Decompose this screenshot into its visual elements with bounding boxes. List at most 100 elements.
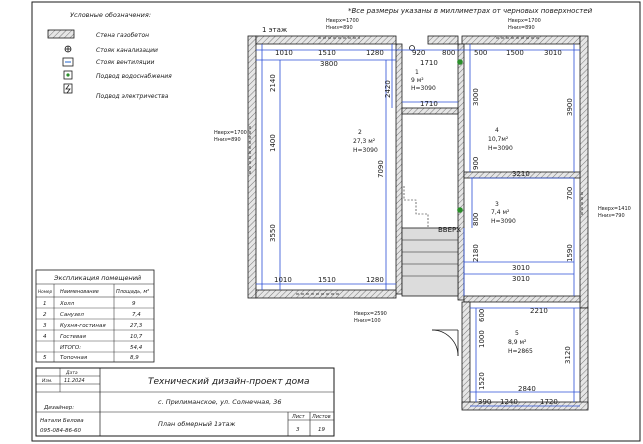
row-5-area: 8,9 [130, 355, 139, 361]
staircase: ВВЕРХ [401, 186, 461, 297]
dim-1590: 1590 [566, 244, 574, 262]
legend-item-water: Подвод водоснабжения [96, 73, 172, 80]
dim-last-1: 390 [478, 398, 491, 406]
dim-room1-height: 2420 [384, 80, 392, 98]
tb-sheet-title: План обмерный 1этаж [158, 420, 236, 428]
window-1-top: Hверх=1700 [326, 18, 359, 24]
col-header-name: Наименование [60, 289, 99, 295]
water-supply-icon [457, 59, 463, 65]
room-4-height: H=3090 [488, 145, 513, 152]
dim-3010-b: 3010 [512, 275, 530, 283]
row-4-area: 10,7 [130, 334, 143, 340]
dim-700: 700 [566, 187, 574, 200]
water-supply-icon [457, 207, 463, 213]
dim-bottom-2: 1510 [318, 276, 336, 284]
room-4-number: 4 [495, 127, 499, 134]
vent-riser-icon [62, 57, 74, 67]
tb-sheets-total: 19 [318, 427, 325, 433]
dimensions-note: *Все размеры указаны в миллиметрах от че… [348, 7, 593, 15]
legend: Условные обозначения: Стена газобетон Ст… [47, 11, 172, 100]
explication-table: Экспликация помещений Номер Наименование… [35, 269, 155, 363]
dim-stair-height: 2180 [472, 244, 480, 262]
window-3-bottom: Hниз=890 [214, 137, 241, 143]
row-1-name: Холл [59, 301, 75, 307]
tb-address: с. Прилиманское, ул. Солнечная, 36 [158, 398, 282, 406]
col-header-number: Номер [38, 289, 52, 294]
window-2-bottom: Hниз=890 [508, 25, 535, 31]
tb-project-title: Технический дизайн-проект дома [148, 377, 309, 387]
row-2-number: 2 [43, 312, 47, 318]
sewer-riser-icon [409, 45, 415, 51]
dimension-values: 1010 1510 1280 920 800 500 1500 3010 380… [269, 49, 574, 406]
room-3-number: 3 [495, 201, 499, 208]
window-marks [249, 37, 583, 295]
room-5-height: H=2865 [508, 348, 533, 355]
dim-last-2: 1240 [500, 398, 518, 406]
dim-left-mid: 1400 [269, 134, 277, 152]
floor-label: 1 этаж [262, 26, 288, 34]
dim-top-7: 1500 [506, 49, 524, 57]
row-3-number: 3 [43, 323, 47, 329]
dim-3120: 3120 [564, 346, 572, 364]
dim-top-3: 1280 [366, 49, 384, 57]
tb-sheet-header: Лист [291, 414, 306, 420]
row-5-name: Топочная [60, 355, 88, 361]
tb-designer-name: Натали Белова [40, 418, 84, 424]
stair-up-label: ВВЕРХ [438, 226, 461, 234]
dim-1520: 1520 [478, 372, 486, 390]
row-2-area: 7,4 [132, 312, 141, 318]
row-3-name: Кухня-гостиная [60, 323, 106, 329]
dim-room1-width: 1710 [420, 59, 438, 67]
room-4-area: 10,7м² [488, 136, 509, 143]
row-4-name: Гостевая [60, 334, 87, 340]
row-2-name: Санузел [60, 312, 84, 318]
tb-sheet-number: 3 [296, 427, 300, 433]
dim-2840: 2840 [518, 385, 536, 393]
dim-600: 600 [478, 309, 486, 322]
tb-change-header: Изм. [42, 378, 53, 384]
room-labels: 1 9 м² H=3090 2 27,3 м² H=3090 3 7,4 м² … [353, 69, 533, 355]
room-1-area: 9 м² [411, 77, 424, 84]
dim-3010-a: 3010 [512, 264, 530, 272]
dim-room2-width: 3800 [320, 60, 338, 68]
dim-top-5: 800 [442, 49, 455, 57]
dim-top-6: 500 [474, 49, 487, 57]
tb-phone: 095-084-86-60 [40, 428, 81, 434]
row-3-area: 27,3 [130, 323, 143, 329]
title-block-text: Изм. Дата 11.2024 Технический дизайн-про… [40, 370, 331, 434]
col-header-area: Площадь, м² [116, 289, 149, 295]
window-3-top: Hверх=1700 [214, 130, 247, 136]
row-1-number: 1 [43, 301, 47, 307]
sheet-frame [31, 1, 641, 442]
walls [247, 35, 589, 411]
dim-left-top: 2140 [269, 74, 277, 92]
room-2-number: 2 [358, 129, 362, 136]
window-2-top: Hверх=1700 [508, 18, 541, 24]
window-4-bottom: Hниз=790 [598, 213, 625, 219]
window-5-bottom: Hниз=100 [354, 318, 381, 324]
window-annotations: Hверх=1700 Hниз=890 Hверх=1700 Hниз=890 … [214, 18, 631, 324]
door-swing [431, 329, 459, 357]
explication-title: Экспликация помещений [53, 274, 141, 282]
dim-top-4: 920 [412, 49, 425, 57]
row-total-name: ИТОГО: [60, 345, 81, 351]
room-1-number: 1 [415, 69, 419, 76]
dim-top-1: 1010 [275, 49, 293, 57]
electric-supply-icon [63, 83, 73, 94]
hatched-wall-icon [47, 29, 75, 39]
legend-item-vent: Стояк вентиляции [96, 59, 154, 66]
room-2-height: H=3090 [353, 147, 378, 154]
dim-bottom-1: 1010 [274, 276, 292, 284]
dim-2210: 2210 [530, 307, 548, 315]
room-5-area: 8,9 м² [508, 339, 527, 346]
window-5-top: Hверх=2590 [354, 311, 387, 317]
window-4-top: Hверх=1410 [598, 206, 631, 212]
dim-1000: 1000 [478, 330, 486, 348]
row-4-number: 4 [43, 334, 47, 340]
dim-room4-height: 3000 [472, 88, 480, 106]
legend-item-electric: Подвод электричества [96, 93, 169, 100]
dim-800: 800 [472, 213, 480, 226]
legend-title: Условные обозначения: [70, 11, 151, 19]
dim-last-3: 1720 [540, 398, 558, 406]
